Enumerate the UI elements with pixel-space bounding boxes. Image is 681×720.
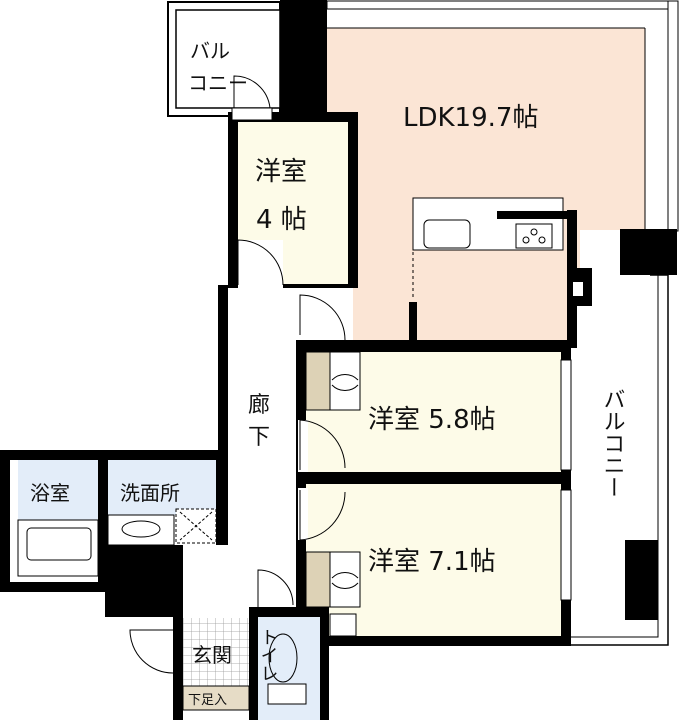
kitchen-counter <box>409 197 567 345</box>
room-western-58: 洋室 5.8帖 <box>296 340 572 480</box>
pillar <box>280 0 327 114</box>
washbasin-icon <box>121 520 161 538</box>
corridor-label-2: 下 <box>248 425 270 450</box>
room-ldk: LDK19.7帖 <box>327 27 646 345</box>
corridor: 廊 下 <box>218 285 346 618</box>
balcony-small: バル コニー <box>167 1 281 117</box>
pillar <box>625 540 658 620</box>
western-58-label: 洋室 5.8帖 <box>368 405 496 435</box>
pillar <box>620 229 677 275</box>
ldk-label: LDK19.7帖 <box>403 103 538 133</box>
balcony-small-label-1: バル <box>190 39 230 63</box>
bath-label: 浴室 <box>30 481 70 505</box>
balcony-small-label-2: コニー <box>188 71 248 95</box>
closet <box>305 351 331 411</box>
toilet: トイレ <box>249 607 329 720</box>
entrance: 玄関 下足入 <box>129 569 294 720</box>
room-western-4: 洋室 4 帖 <box>228 75 358 288</box>
sink-icon <box>423 219 471 249</box>
western-71-label: 洋室 7.1帖 <box>368 547 496 577</box>
western-4-label: 洋室 <box>255 157 307 187</box>
corridor-label-1: 廊 <box>248 393 270 418</box>
western-4-size: 4 帖 <box>256 205 307 235</box>
entrance-label: 玄関 <box>192 643 232 667</box>
balcony-right: バルコニー <box>571 274 669 646</box>
balcony-right-label: バルコニー <box>600 388 625 498</box>
shoe-box-label: 下足入 <box>188 693 227 708</box>
stove-icon <box>515 223 553 249</box>
washroom-label: 洗面所 <box>120 481 180 505</box>
toilet-icon <box>268 633 298 683</box>
toilet-label: トイレ <box>258 628 279 682</box>
closet <box>305 551 331 608</box>
bathtub-icon <box>26 527 92 561</box>
room-western-71: 洋室 7.1帖 <box>296 474 572 646</box>
wet-area: 浴室 洗面所 <box>0 450 228 617</box>
